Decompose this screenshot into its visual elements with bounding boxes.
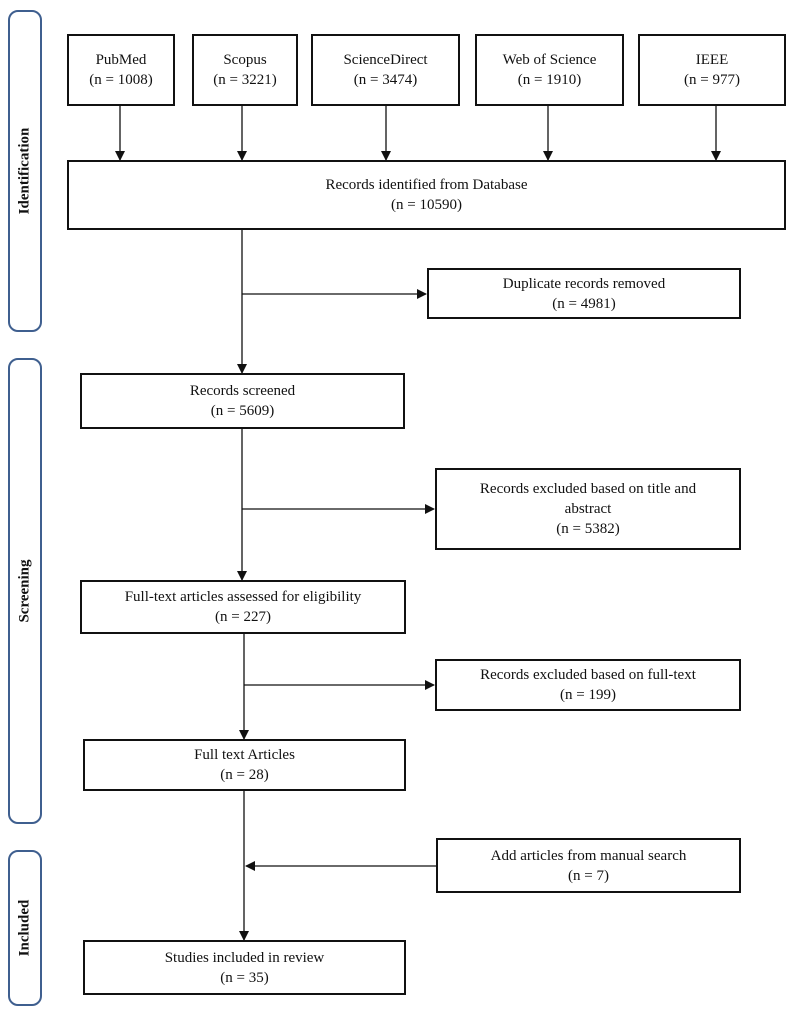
excluded-title-label-line1: Records excluded based on title and xyxy=(479,481,697,497)
manual-search-count: (n = 7) xyxy=(568,867,609,884)
fulltext-articles-box: Full text Articles (n = 28) xyxy=(83,739,406,791)
database-count: (n = 977) xyxy=(684,72,740,88)
database-count: (n = 1008) xyxy=(89,72,153,88)
excluded-title-abstract-box: Records excluded based on title and abst… xyxy=(435,468,741,550)
database-name: IEEE xyxy=(695,52,729,68)
phase-identification: Identification xyxy=(8,10,42,332)
records-screened-count: (n = 5609) xyxy=(210,403,275,419)
fulltext-assessed-count: (n = 227) xyxy=(215,609,271,625)
database-box-scopus: Scopus (n = 3221) xyxy=(192,34,298,106)
excluded-fulltext-label: Records excluded based on full-text xyxy=(480,667,696,683)
records-screened-label: Records screened xyxy=(189,383,296,399)
excluded-fulltext-count: (n = 199) xyxy=(560,687,616,703)
studies-included-count: (n = 35) xyxy=(220,969,269,986)
duplicates-removed-count: (n = 4981) xyxy=(552,295,616,312)
manual-search-label: Add articles from manual search xyxy=(490,847,687,864)
database-name: ScienceDirect xyxy=(343,52,428,68)
duplicates-removed-box: Duplicate records removed (n = 4981) xyxy=(427,268,741,319)
excluded-title-count: (n = 5382) xyxy=(556,521,620,537)
records-screened-box: Records screened (n = 5609) xyxy=(80,373,405,429)
fulltext-articles-label: Full text Articles xyxy=(194,747,295,763)
records-identified-count: (n = 10590) xyxy=(391,197,462,213)
records-identified-box: Records identified from Database (n = 10… xyxy=(67,160,786,230)
database-count: (n = 3474) xyxy=(353,72,418,88)
database-box-ieee: IEEE (n = 977) xyxy=(638,34,786,106)
database-name: Scopus xyxy=(223,52,267,68)
phase-screening: Screening xyxy=(8,358,42,824)
database-name: Web of Science xyxy=(502,52,597,68)
records-identified-label: Records identified from Database xyxy=(325,177,528,193)
fulltext-articles-count: (n = 28) xyxy=(220,767,269,783)
duplicates-removed-label: Duplicate records removed xyxy=(502,275,666,292)
phase-included: Included xyxy=(8,850,42,1006)
fulltext-assessed-label: Full-text articles assessed for eligibil… xyxy=(124,589,362,605)
fulltext-assessed-box: Full-text articles assessed for eligibil… xyxy=(80,580,406,634)
manual-search-box: Add articles from manual search (n = 7) xyxy=(436,838,741,893)
database-count: (n = 3221) xyxy=(213,72,277,88)
database-box-web-of-science: Web of Science (n = 1910) xyxy=(475,34,624,106)
excluded-title-label-line2: abstract xyxy=(564,501,612,517)
database-count: (n = 1910) xyxy=(517,72,582,88)
studies-included-box: Studies included in review (n = 35) xyxy=(83,940,406,995)
database-box-pubmed: PubMed (n = 1008) xyxy=(67,34,175,106)
database-name: PubMed xyxy=(95,52,147,68)
excluded-fulltext-box: Records excluded based on full-text (n =… xyxy=(435,659,741,711)
studies-included-label: Studies included in review xyxy=(164,949,325,966)
database-box-sciencedirect: ScienceDirect (n = 3474) xyxy=(311,34,460,106)
